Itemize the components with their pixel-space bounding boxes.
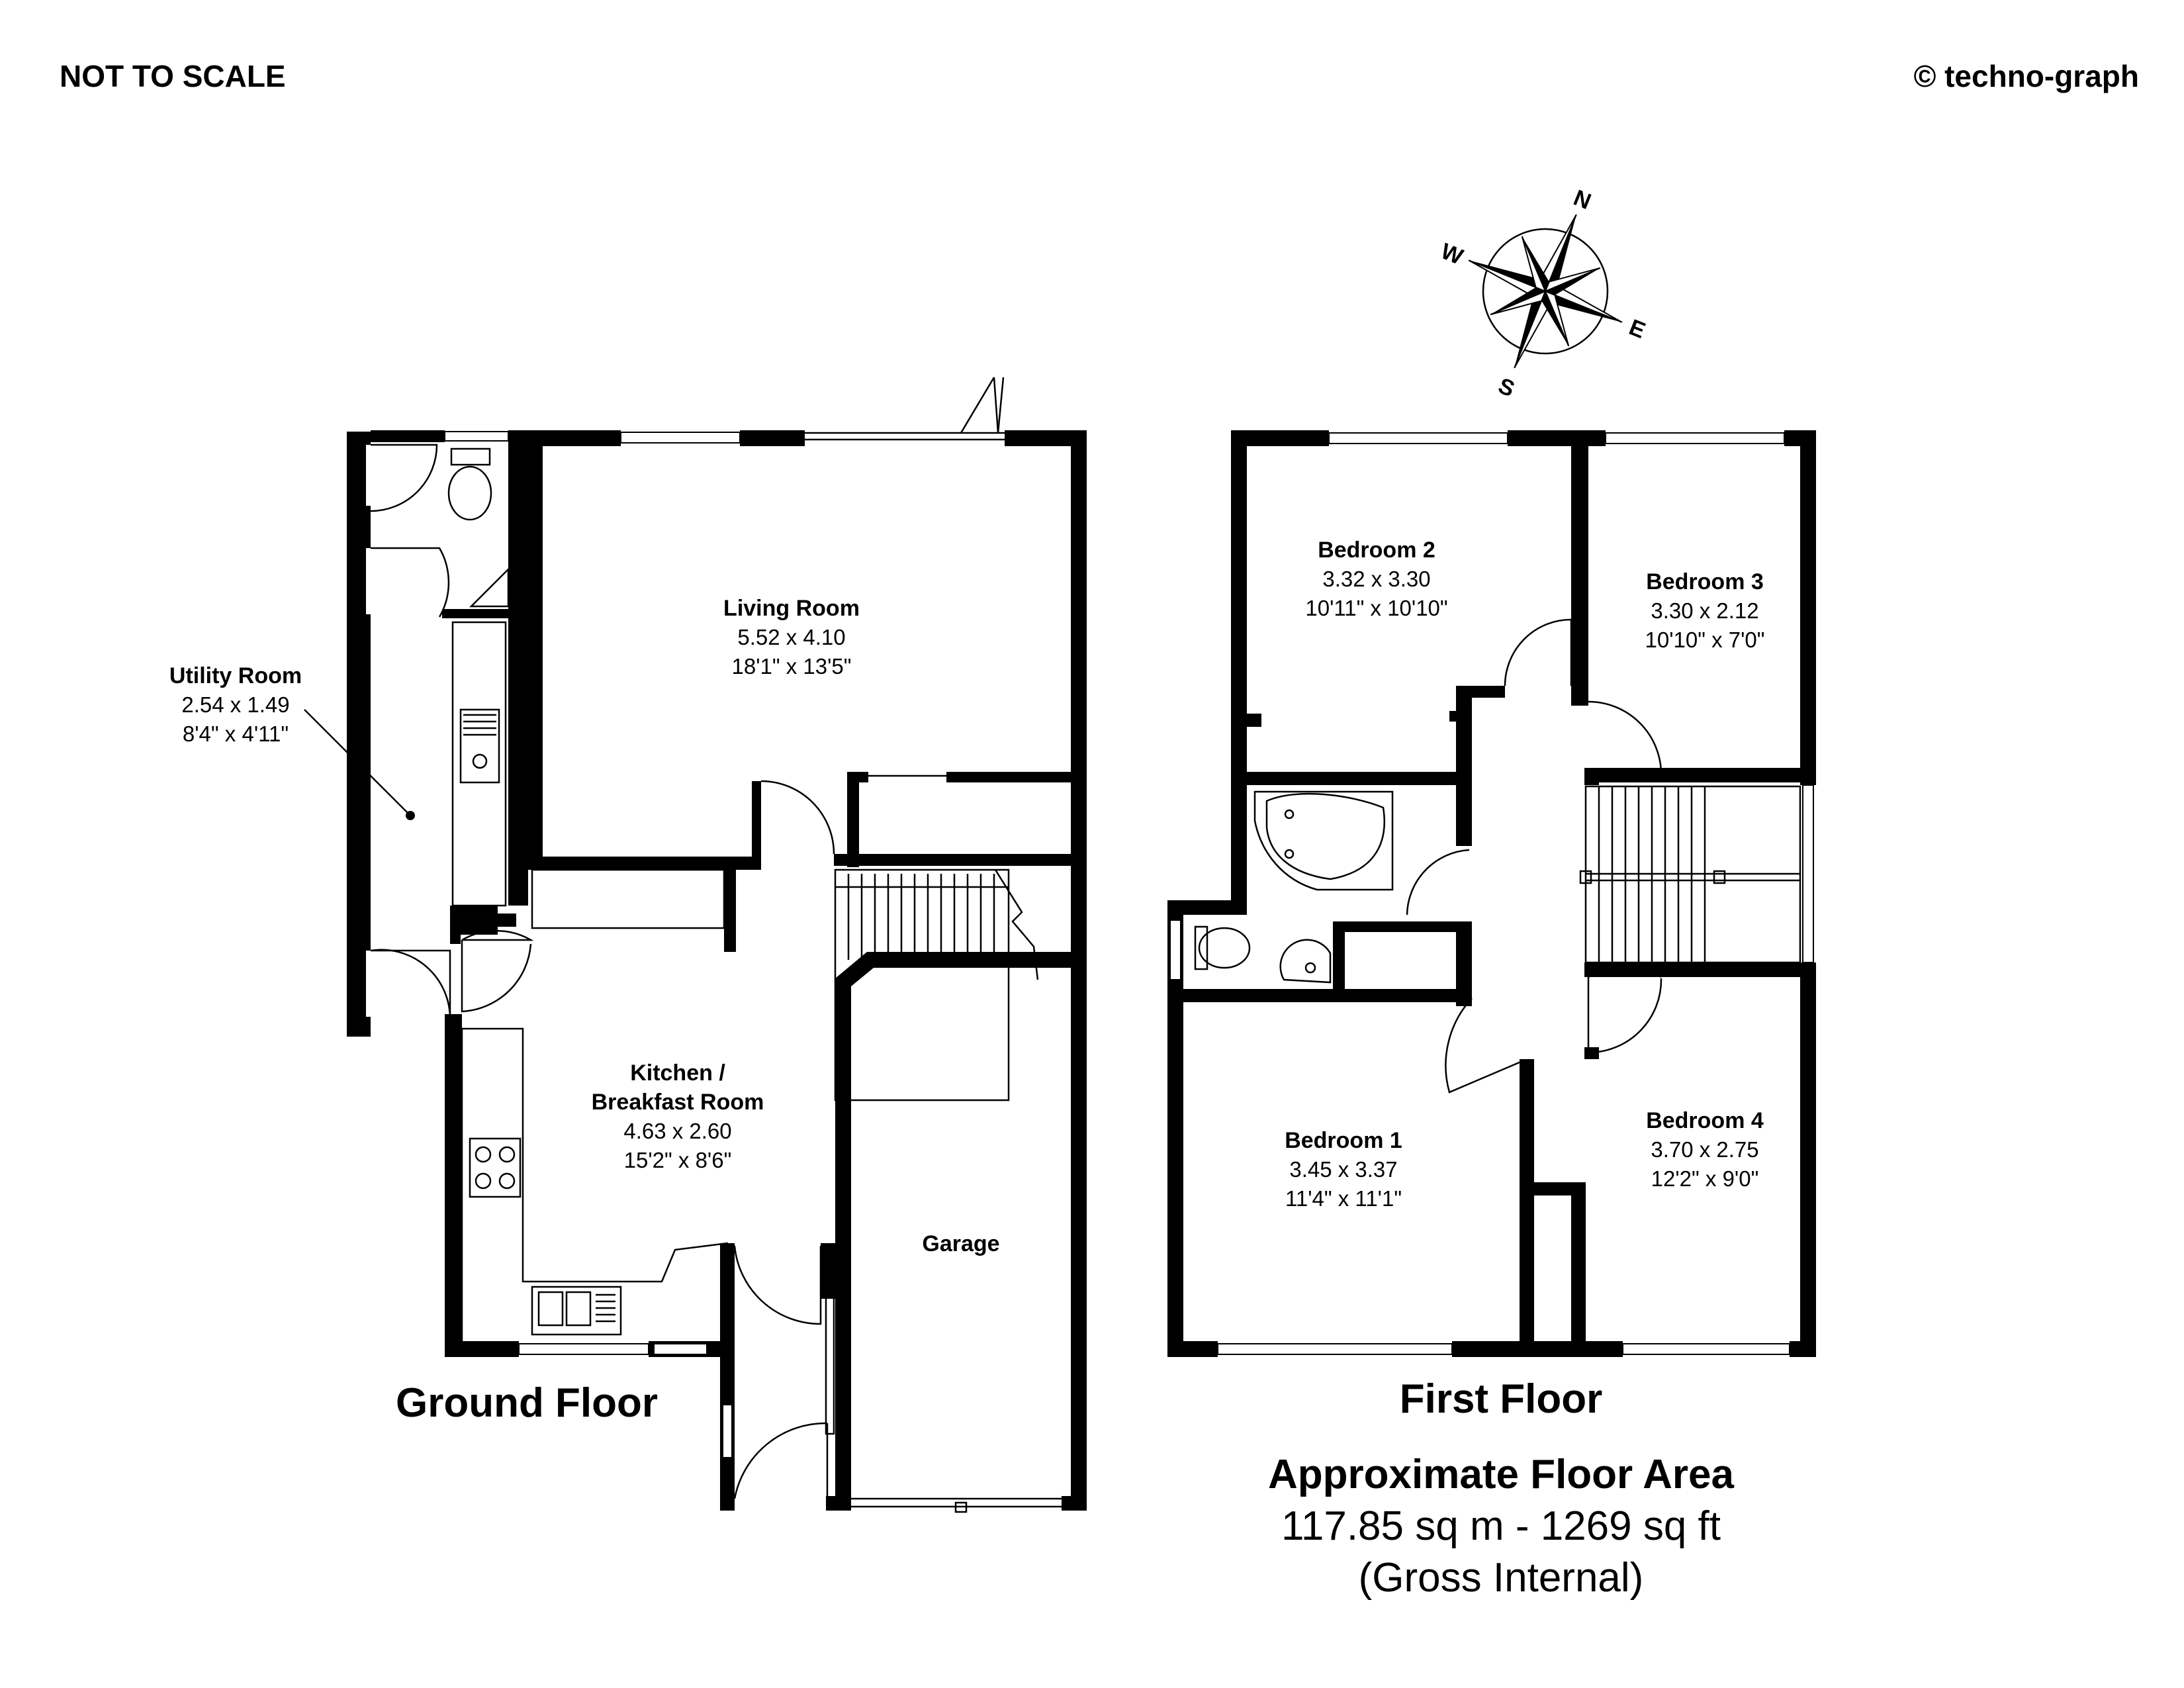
stair-treads [1598,786,1706,962]
door-swing [371,547,450,618]
window [1605,432,1785,444]
door-swing [1588,966,1662,978]
first-floor-plan [1167,430,1816,1357]
basin-icon [1279,939,1332,984]
kitchen-imperial: 15'2" x 8'6" [624,1148,732,1172]
living-room-metric: 5.52 x 4.10 [737,625,845,649]
window [1802,784,1814,963]
bath-icon [1253,790,1394,891]
bedroom4-metric: 3.70 x 2.75 [1651,1137,1758,1162]
first-floor-title: First Floor [1400,1376,1603,1422]
door-swing [760,780,835,855]
basin-icon [469,567,510,608]
bedroom3-imperial: 10'10" x 7'0" [1645,628,1765,652]
copyright-notice: © techno-graph [1913,59,2139,93]
wall [347,432,371,1037]
window [1217,1343,1453,1355]
bedroom4-name: Bedroom 4 [1646,1108,1764,1133]
garage-name: Garage [922,1231,999,1256]
pointer-line [304,709,410,815]
compass-east-label: E [1625,314,1649,344]
door-swing [1406,849,1470,915]
window [1328,432,1508,444]
utility-room-metric: 2.54 x 1.49 [181,692,289,717]
bedroom1-imperial: 11'4" x 11'1" [1285,1186,1402,1211]
area-note: (Gross Internal) [1359,1555,1644,1601]
door-swing [1588,700,1662,774]
room-labels: Utility Room 2.54 x 1.49 8'4" x 4'11" Li… [169,538,1765,1256]
door-swing [733,1422,828,1499]
window [444,431,509,442]
compass-north-label: N [1570,185,1594,214]
bedroom1-name: Bedroom 1 [1285,1128,1402,1153]
living-room-name: Living Room [723,596,860,621]
hob-icon [469,1137,522,1198]
compass-rose-icon: N E S W [1437,185,1649,402]
living-room-imperial: 18'1" x 13'5" [732,654,852,679]
door-swing [370,949,451,1020]
kitchen-name-line2: Breakfast Room [592,1090,764,1115]
utility-room-name: Utility Room [169,663,302,688]
area-value: 117.85 sq m - 1269 sq ft [1281,1503,1721,1549]
bedroom2-metric: 3.32 x 3.30 [1322,567,1430,591]
kitchen-name-line1: Kitchen / [630,1060,725,1086]
area-title: Approximate Floor Area [1268,1452,1734,1497]
window [518,1343,649,1355]
toilet-icon [447,465,492,521]
compass-west-label: W [1437,238,1467,270]
door-swing [461,929,534,941]
ground-floor-title: Ground Floor [396,1380,658,1426]
sink-icon [459,708,500,784]
door-swing [1504,618,1572,686]
window [1622,1343,1790,1355]
bedroom2-name: Bedroom 2 [1318,538,1435,563]
bedroom2-imperial: 10'11" x 10'10" [1305,596,1447,620]
utility-room-imperial: 8'4" x 4'11" [183,722,289,746]
kitchen-sink-icon [531,1286,622,1336]
toilet-icon [1198,927,1251,969]
door-swing [370,444,438,512]
bedroom4-imperial: 12'2" x 9'0" [1651,1166,1759,1191]
compass-south-label: S [1495,373,1518,402]
bedroom1-metric: 3.45 x 3.37 [1289,1157,1397,1182]
door-swing [733,1245,822,1325]
not-to-scale-note: NOT TO SCALE [60,59,286,93]
door-swing [1445,998,1522,1094]
ground-floor-plan [304,377,1087,1513]
kitchen-metric: 4.63 x 2.60 [623,1119,731,1143]
bedroom3-name: Bedroom 3 [1646,569,1764,594]
bedroom3-metric: 3.30 x 2.12 [1651,598,1758,623]
